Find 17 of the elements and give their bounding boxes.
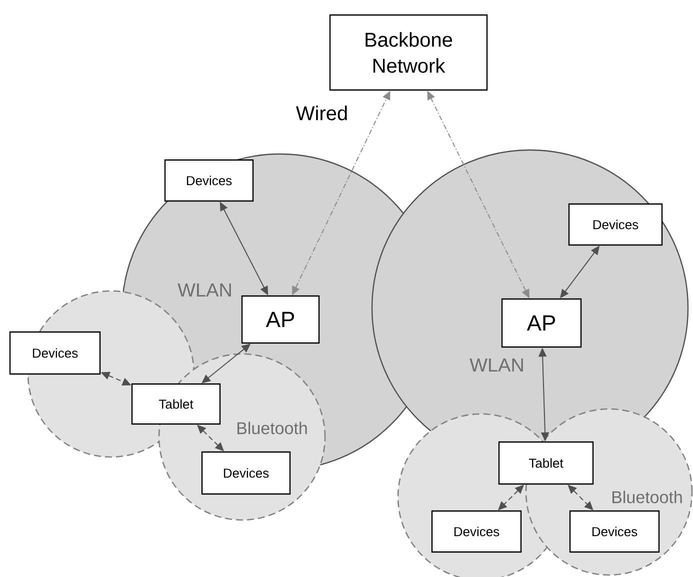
- network-box: Devices: [9, 331, 101, 375]
- network-box: Devices: [568, 203, 663, 246]
- network-label: WLAN: [470, 358, 523, 372]
- network-box: Devices: [164, 159, 254, 202]
- network-box: Devices: [569, 510, 660, 553]
- network-box: Tablet: [498, 441, 594, 485]
- network-box: Backbone Network: [329, 14, 488, 91]
- network-label: WLAN: [178, 283, 231, 297]
- network-box: AP: [501, 298, 582, 348]
- network-box: AP: [241, 295, 320, 344]
- network-label: Bluetooth: [612, 490, 682, 504]
- network-box: Devices: [201, 451, 291, 495]
- network-label: Bluetooth: [237, 422, 307, 434]
- network-label: Wired: [296, 106, 347, 120]
- network-box: Devices: [431, 510, 522, 553]
- arrow: [568, 484, 594, 510]
- network-box: Tablet: [131, 383, 221, 425]
